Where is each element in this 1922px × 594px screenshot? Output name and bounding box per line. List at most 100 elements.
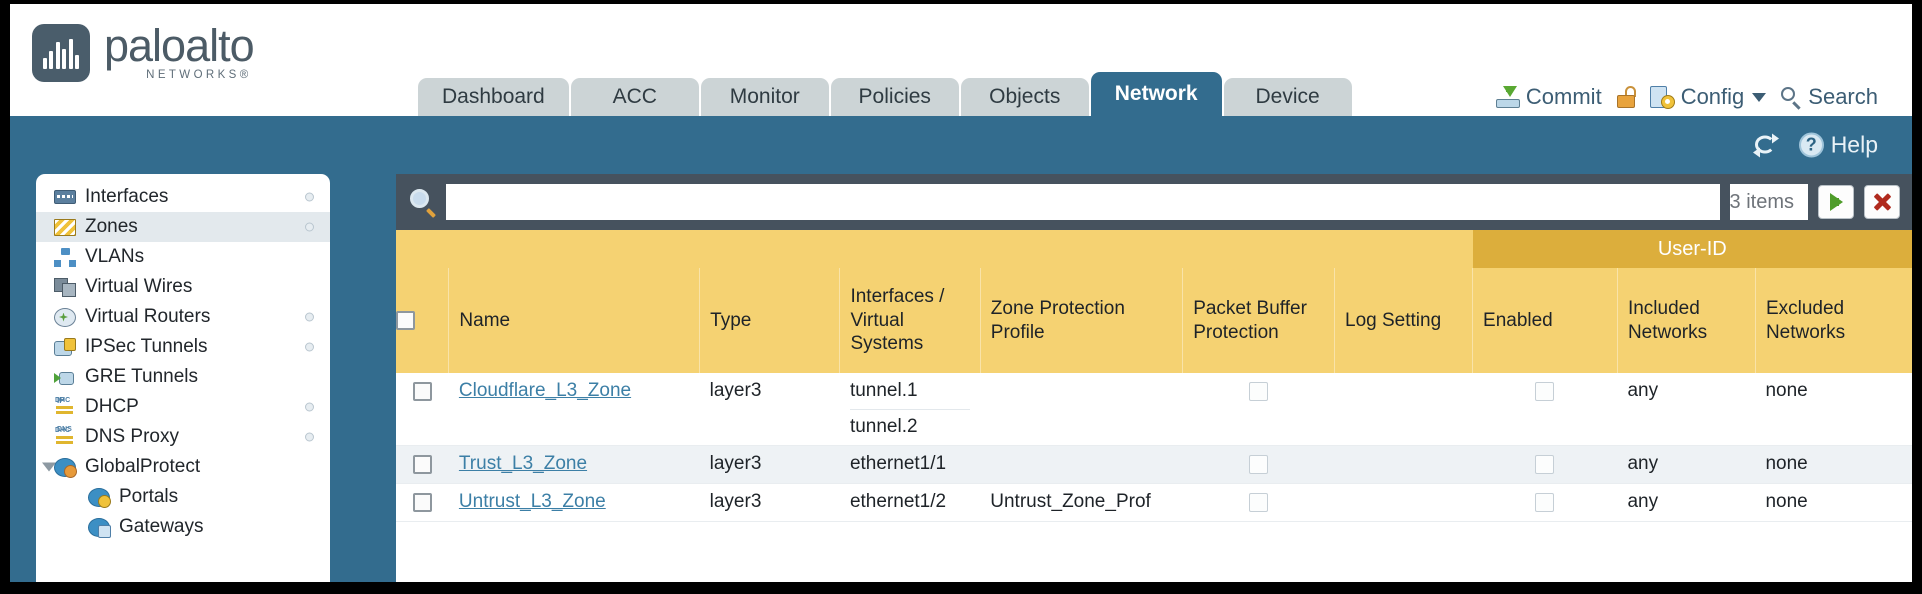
cell-type: layer3 <box>699 445 840 484</box>
zone-name-link[interactable]: Cloudflare_L3_Zone <box>458 380 632 401</box>
globalprotect-icon <box>54 457 77 478</box>
cell-user-id-enabled <box>1472 445 1618 484</box>
cell-included-networks: any <box>1617 483 1756 522</box>
tab-acc[interactable]: ACC <box>570 78 699 116</box>
lock-icon[interactable] <box>1616 86 1636 108</box>
interface-list: ethernet1/1 <box>850 446 970 482</box>
apply-filter-button[interactable] <box>1818 185 1854 219</box>
sidebar-item-gateways[interactable]: Gateways <box>36 512 330 542</box>
config-menu[interactable]: Config <box>1649 84 1767 110</box>
interface-item: ethernet1/2 <box>849 491 947 512</box>
sidebar-item-virtual-wires[interactable]: Virtual Wires <box>36 272 330 302</box>
zone-name-link[interactable]: Untrust_L3_Zone <box>458 491 606 512</box>
cell-user-id-enabled <box>1472 373 1618 446</box>
app-header: paloalto NETWORKS® Dashboard ACC Monitor… <box>10 4 1912 116</box>
cell-zone-protection-profile <box>980 373 1183 446</box>
clear-filter-button[interactable] <box>1864 185 1900 219</box>
table-header-row: Name Type Interfaces / Virtual Systems Z… <box>396 268 1912 373</box>
column-header-type[interactable]: Type <box>699 268 840 373</box>
packet-buffer-checkbox[interactable] <box>1249 382 1269 402</box>
zone-name-link[interactable]: Trust_L3_Zone <box>458 453 588 474</box>
config-icon <box>1649 85 1675 109</box>
zones-content-panel: 3 items User-ID <box>396 174 1912 582</box>
sidebar-status-dot <box>305 222 314 232</box>
sidebar-item-portals[interactable]: Portals <box>36 482 330 512</box>
sidebar-item-ipsec-tunnels[interactable]: IPSec Tunnels <box>36 332 330 362</box>
table-row[interactable]: Cloudflare_L3_Zone layer3 tunnel.1 tunne… <box>396 373 1912 446</box>
interface-item: tunnel.1 <box>849 373 971 410</box>
col-line: Packet Buffer <box>1193 297 1307 319</box>
brand-name: paloalto <box>104 19 255 71</box>
sidebar-item-label: Interfaces <box>85 186 169 207</box>
network-sidebar: Interfaces Zones VLANs Virtual Wires Vir… <box>36 174 330 582</box>
column-header-enabled[interactable]: Enabled <box>1472 268 1618 373</box>
expand-triangle-icon[interactable] <box>42 462 56 472</box>
column-header-packet-buffer-protection[interactable]: Packet Buffer Protection <box>1182 268 1335 373</box>
user-id-enabled-checkbox[interactable] <box>1535 455 1555 475</box>
sidebar-status-dot <box>305 432 314 442</box>
sidebar-item-label: VLANs <box>85 246 145 267</box>
brand-tagline: NETWORKS® <box>146 69 252 82</box>
cell-packet-buffer-protection <box>1182 445 1335 484</box>
dhcp-icon: IP <box>54 396 76 417</box>
column-header-included-networks[interactable]: Included Networks <box>1616 268 1756 373</box>
column-header-excluded-networks[interactable]: Excluded Networks <box>1754 268 1912 373</box>
cell-interfaces: ethernet1/1 <box>839 445 981 484</box>
sidebar-item-dhcp[interactable]: IP DHCP <box>36 392 330 422</box>
sidebar-item-vlans[interactable]: VLANs <box>36 242 330 272</box>
user-id-enabled-checkbox[interactable] <box>1535 382 1555 402</box>
cell-log-setting <box>1334 483 1473 522</box>
sidebar-item-gre-tunnels[interactable]: GRE Tunnels <box>36 362 330 392</box>
column-header-zone-protection-profile[interactable]: Zone Protection Profile <box>979 268 1183 373</box>
table-row[interactable]: Trust_L3_Zone layer3 ethernet1/1 <box>396 445 1912 484</box>
banner-actions: ? Help <box>1752 132 1878 159</box>
tab-device[interactable]: Device <box>1223 78 1352 116</box>
sidebar-item-virtual-routers[interactable]: Virtual Routers <box>36 302 330 332</box>
interface-item: ethernet1/1 <box>849 453 947 474</box>
apply-arrow-icon <box>1829 193 1843 211</box>
tab-network[interactable]: Network <box>1090 72 1222 116</box>
sidebar-item-dns-proxy[interactable]: DNS DNS Proxy <box>36 422 330 452</box>
table-group-header-row: User-ID <box>396 230 1912 268</box>
select-all-checkbox[interactable] <box>396 311 415 330</box>
chevron-down-icon <box>1752 92 1767 102</box>
help-link[interactable]: ? Help <box>1798 132 1878 159</box>
sidebar-status-dot <box>305 342 314 352</box>
row-select-cell <box>396 373 449 446</box>
column-header-log-setting[interactable]: Log Setting <box>1333 268 1473 373</box>
cell-interfaces: ethernet1/2 <box>839 483 981 522</box>
tab-dashboard[interactable]: Dashboard <box>418 78 569 116</box>
search-button[interactable]: Search <box>1781 84 1878 110</box>
search-icon[interactable] <box>410 189 436 218</box>
search-input[interactable] <box>446 184 1720 220</box>
tab-monitor[interactable]: Monitor <box>700 78 829 116</box>
sidebar-item-label: Virtual Routers <box>85 306 211 327</box>
sidebar-item-globalprotect[interactable]: GlobalProtect <box>36 452 330 482</box>
zones-icon <box>54 218 76 236</box>
row-checkbox[interactable] <box>412 455 432 475</box>
commit-button[interactable]: Commit <box>1495 84 1602 110</box>
dns-proxy-icon: DNS <box>54 426 76 447</box>
column-header-name[interactable]: Name <box>448 268 700 373</box>
sidebar-item-label: GlobalProtect <box>85 456 201 477</box>
cell-excluded-networks: none <box>1755 445 1912 484</box>
packet-buffer-checkbox[interactable] <box>1249 455 1269 475</box>
col-line: Zone Protection <box>990 297 1125 319</box>
row-checkbox[interactable] <box>412 493 432 513</box>
tab-objects[interactable]: Objects <box>960 78 1089 116</box>
tab-policies[interactable]: Policies <box>830 78 959 116</box>
sidebar-item-interfaces[interactable]: Interfaces <box>36 182 330 212</box>
sidebar-item-zones[interactable]: Zones <box>36 212 330 242</box>
packet-buffer-checkbox[interactable] <box>1249 493 1269 513</box>
cell-packet-buffer-protection <box>1182 483 1335 522</box>
row-checkbox[interactable] <box>412 382 432 402</box>
cell-name: Cloudflare_L3_Zone <box>448 373 700 446</box>
item-count-label: 3 items <box>1729 184 1808 220</box>
interfaces-icon <box>54 190 76 204</box>
filter-toolbar: 3 items <box>396 174 1912 230</box>
table-row[interactable]: Untrust_L3_Zone layer3 ethernet1/2 Untru… <box>396 483 1912 522</box>
user-id-enabled-checkbox[interactable] <box>1535 493 1555 513</box>
refresh-icon[interactable] <box>1752 133 1779 157</box>
sidebar-item-label: Virtual Wires <box>85 276 193 297</box>
column-header-interfaces[interactable]: Interfaces / Virtual Systems <box>839 268 981 373</box>
